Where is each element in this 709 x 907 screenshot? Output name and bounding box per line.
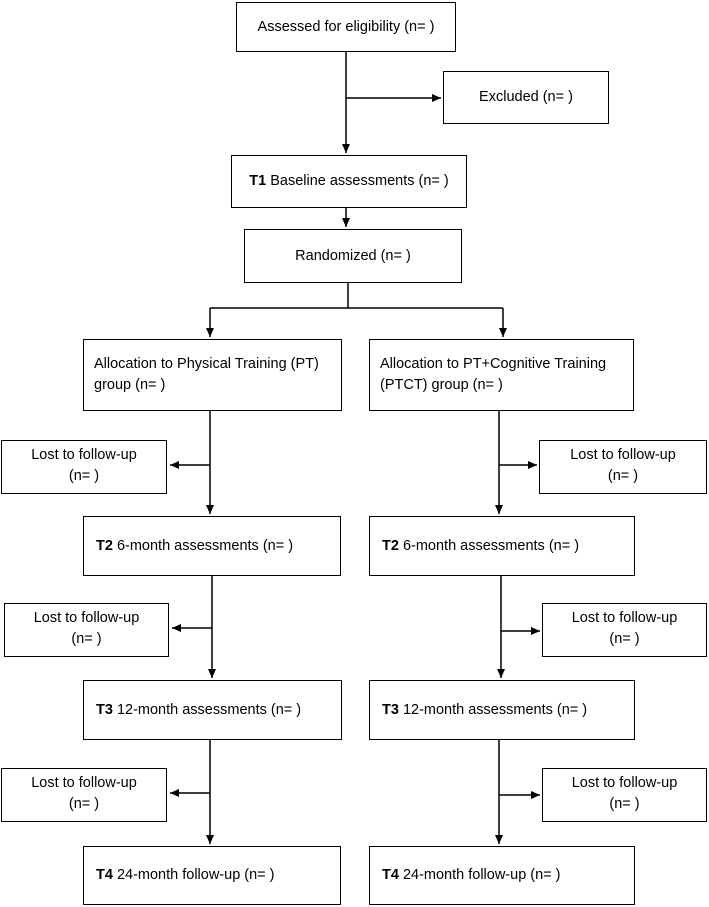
left-t3-label: T3 12-month assessments (n= ) [96,700,301,721]
left-lost-count-2: (n= ) [71,631,102,647]
baseline-text: Baseline assessments (n= ) [266,173,449,189]
left-allocation-box: Allocation to Physical Training (PT) gro… [83,339,342,411]
right-lost-label-2: Lost to follow-up [571,610,678,626]
left-lost-label-1: Lost to follow-up [31,447,137,463]
baseline-label: T1 Baseline assessments (n= ) [249,171,448,192]
right-lost-count-2: (n= ) [609,631,640,647]
left-t3-text: 12-month assessments (n= ) [112,701,302,718]
left-t3-box: T3 12-month assessments (n= ) [83,680,342,740]
right-lost-count-1: (n= ) [607,468,639,484]
eligibility-box: Assessed for eligibility (n= ) [236,2,456,52]
right-t2-label: T2 6-month assessments (n= ) [382,536,579,557]
left-lost-count-1: (n= ) [68,468,100,484]
right-t3-label: T3 12-month assessments (n= ) [382,700,587,721]
left-t2-label: T2 6-month assessments (n= ) [96,536,293,557]
right-lost-label-3: Lost to follow-up [571,775,678,791]
left-lost-label-2: Lost to follow-up [33,610,140,626]
left-allocation-text: Allocation to Physical Training (PT) gro… [94,356,319,393]
right-lost-box-2: Lost to follow-up (n= ) [542,603,707,657]
eligibility-text: Assessed for eligibility (n= ) [257,18,435,35]
right-t4-text: 24-month follow-up (n= ) [398,867,561,883]
right-lost-box-3: Lost to follow-up (n= ) [542,768,707,822]
right-t4-box: T4 24-month follow-up (n= ) [369,846,635,905]
excluded-text: Excluded (n= ) [479,89,573,105]
right-lost-box-1: Lost to follow-up (n= ) [539,440,707,494]
left-t4-text: 24-month follow-up (n= ) [112,867,275,883]
excluded-box: Excluded (n= ) [443,71,609,124]
right-t4-tag: T4 [382,867,399,883]
left-t3-tag: T3 [96,701,113,718]
right-t4-label: T4 24-month follow-up (n= ) [382,865,561,886]
randomized-text: Randomized (n= ) [295,247,411,264]
right-lost-label-1: Lost to follow-up [570,447,676,463]
left-t4-tag: T4 [96,867,113,883]
left-lost-label-3: Lost to follow-up [31,775,137,791]
right-t2-text: 6-month assessments (n= ) [398,537,580,554]
right-t2-tag: T2 [382,537,399,554]
right-allocation-box: Allocation to PT+Cognitive Training (PTC… [369,339,634,411]
left-lost-box-2: Lost to follow-up (n= ) [4,603,169,657]
right-t3-box: T3 12-month assessments (n= ) [369,680,635,740]
left-lost-box-3: Lost to follow-up (n= ) [1,768,167,822]
right-allocation-text: Allocation to PT+Cognitive Training (PTC… [380,356,607,393]
left-t2-tag: T2 [96,537,113,554]
randomized-box: Randomized (n= ) [244,229,462,283]
left-lost-box-1: Lost to follow-up (n= ) [1,440,167,494]
left-t2-box: T2 6-month assessments (n= ) [83,516,341,576]
left-t2-text: 6-month assessments (n= ) [112,537,294,554]
left-lost-count-3: (n= ) [68,796,100,812]
right-t3-text: 12-month assessments (n= ) [398,701,588,718]
left-t4-label: T4 24-month follow-up (n= ) [96,865,275,886]
baseline-box: T1 Baseline assessments (n= ) [231,155,467,208]
right-lost-count-3: (n= ) [609,796,640,812]
right-t3-tag: T3 [382,701,399,718]
right-t2-box: T2 6-month assessments (n= ) [369,516,635,576]
baseline-tag: T1 [249,173,267,189]
left-t4-box: T4 24-month follow-up (n= ) [83,846,341,905]
